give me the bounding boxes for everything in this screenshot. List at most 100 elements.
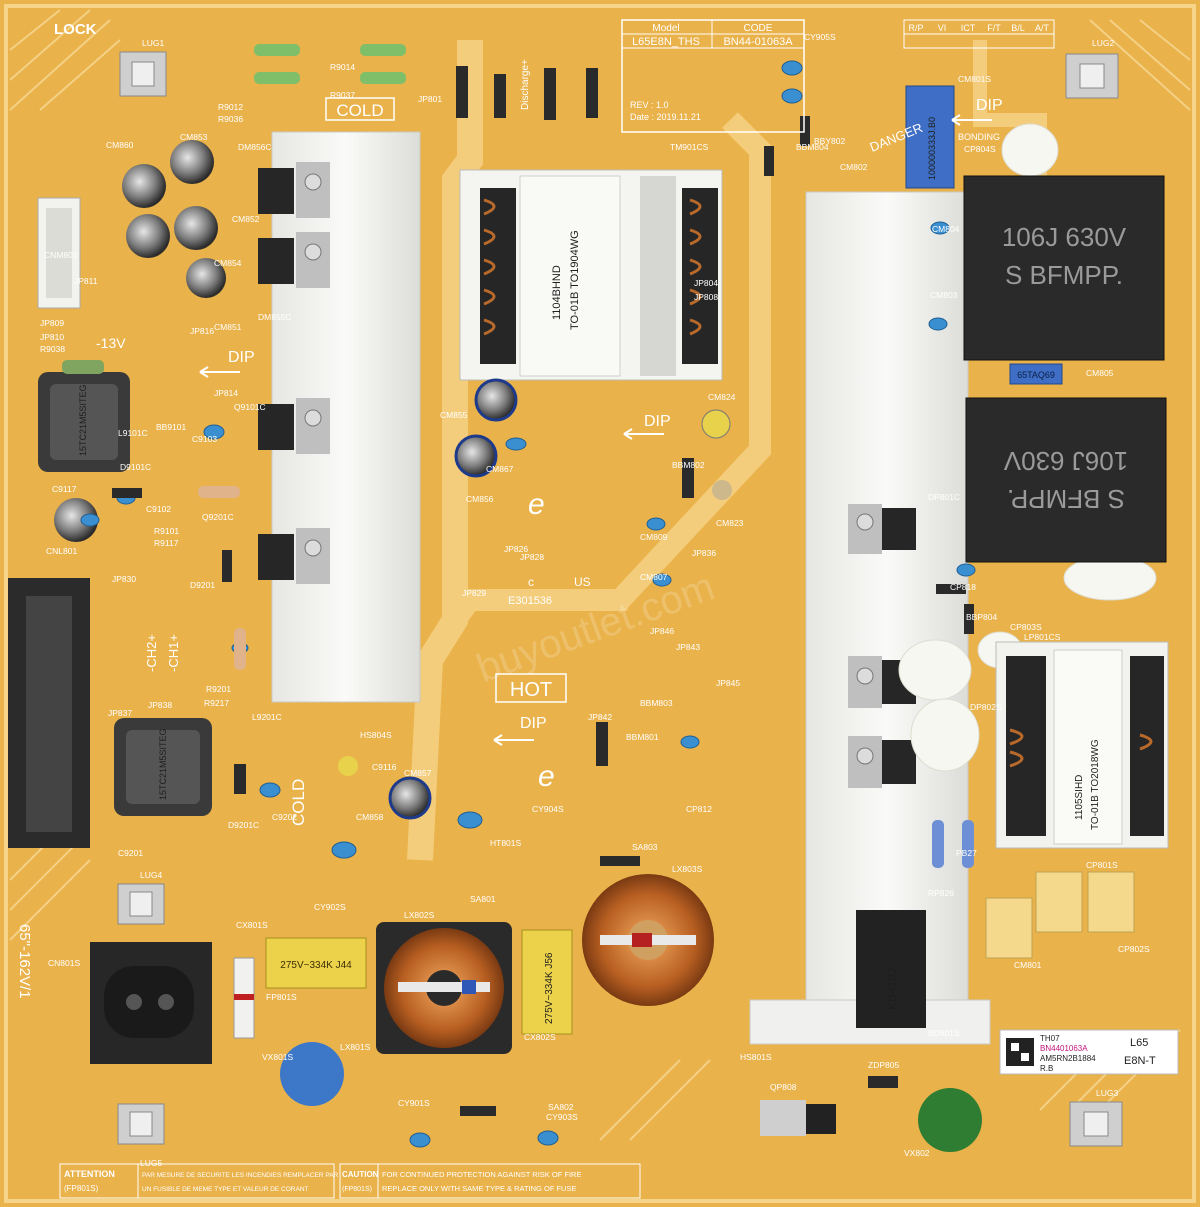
designator-cm801: CM801	[1014, 960, 1042, 970]
connector-cnl801	[8, 578, 90, 848]
designator-jp816: JP816	[190, 326, 214, 336]
lock-label: LOCK	[54, 21, 97, 38]
designator-zdp805: ZDP805	[868, 1060, 899, 1070]
blue-box-capacitor: 100000333J.B0	[905, 85, 955, 189]
rev-label: REV : 1.0	[630, 100, 669, 110]
designator-cy902s: CY902S	[314, 902, 346, 912]
discharge-label: Discharge+	[520, 59, 531, 110]
designator-qp808: QP808	[770, 1082, 797, 1092]
attention-code: (FP801S)	[64, 1184, 99, 1193]
film-cap-top-line2: S BFMPP.	[1005, 260, 1123, 290]
caution-code: (FP801S)	[342, 1186, 372, 1193]
model-value: L65E8N_THS	[632, 36, 700, 48]
resistors	[62, 44, 974, 868]
designator-jp836: JP836	[692, 548, 716, 558]
channel-label-1: -CH1+	[166, 634, 181, 672]
standby-transformer-marking-1: 1105SIHD	[1074, 775, 1085, 820]
mosfets	[258, 162, 916, 788]
designator-fp801s: FP801S	[266, 992, 297, 1002]
designator-r9014: R9014	[330, 62, 355, 72]
designator-d9201c: D9201C	[228, 820, 259, 830]
sticker-line2: BN4401063A	[1040, 1044, 1088, 1053]
designator-q9101c: Q9101C	[234, 402, 266, 412]
ground-lugs	[117, 51, 1123, 1147]
film-capacitor-bottom: S BFMPP. 106J 630V	[965, 397, 1167, 563]
designator-jp845: JP845	[716, 678, 740, 688]
designator-cm804: CM804	[932, 224, 960, 234]
us-mark: US	[574, 575, 591, 589]
designator-lug3: LUG3	[1096, 1088, 1118, 1098]
attention-line2: UN FUSIBLE DE MEME TYPE ET VALEUR DE COR…	[142, 1186, 309, 1193]
designator-bb9101: BB9101	[156, 422, 187, 432]
designator-bbp804: BBP804	[966, 612, 997, 622]
sticker-model: L65	[1130, 1037, 1148, 1049]
designator-cp801s: CP801S	[1086, 860, 1118, 870]
designator-pb27: PB27	[956, 848, 977, 858]
designator-lug4: LUG4	[140, 870, 162, 880]
dip-label-1: DIP	[228, 349, 255, 366]
designator-sa802: SA802	[548, 1102, 574, 1112]
designator-cp818: CP818	[950, 582, 976, 592]
designator-cm805: CM805	[1086, 368, 1114, 378]
dip-label-4: DIP	[976, 97, 1003, 114]
x-capacitor-1: 275V~334K J44	[265, 937, 367, 989]
toroid-common-mode-choke-2	[582, 874, 714, 1006]
caution-box: CAUTION (FP801S) FOR CONTINUED PROTECTIO…	[339, 1163, 641, 1199]
thermal-paste	[898, 123, 1157, 772]
designator-r9036: R9036	[218, 114, 243, 124]
varistor-vx801s	[280, 1042, 344, 1106]
designator-cm803: CM803	[930, 290, 958, 300]
designator-cm853: CM853	[180, 132, 208, 142]
designator-jp828: JP828	[520, 552, 544, 562]
bonding-label: BONDING	[958, 132, 1000, 142]
attention-box: ATTENTION (FP801S) PAR MESURE DE SECURIT…	[59, 1163, 339, 1199]
designator-cx801s: CX801S	[236, 920, 268, 930]
designator-c9103: C9103	[192, 434, 217, 444]
designator-cm809: CM809	[640, 532, 668, 542]
designator-r9201: R9201	[206, 684, 231, 694]
designator-dm856c: DM856C	[238, 142, 272, 152]
varistor-vx802	[918, 1088, 982, 1152]
check-rp: R/P	[908, 23, 923, 33]
designator-vx801s: VX801S	[262, 1052, 294, 1062]
film-cap-top-line1: 106J 630V	[1002, 222, 1127, 252]
voltage-label: -13V	[96, 335, 126, 351]
check-ft: F/T	[987, 23, 1001, 33]
heatsink-right	[805, 191, 969, 1043]
caution-line2: REPLACE ONLY WITH SAME TYPE & RATING OF …	[382, 1184, 576, 1193]
hot-label: HOT	[510, 679, 552, 701]
designator-jp811: JP811	[74, 276, 98, 286]
designator-q9201c: Q9201C	[202, 512, 234, 522]
dip-label-3: DIP	[520, 715, 547, 732]
designator-lx802s: LX802S	[404, 910, 435, 920]
small-blue-capacitor: 65TAQ69	[1009, 363, 1063, 385]
designator-r9038: R9038	[40, 344, 65, 354]
cream-capacitors	[985, 871, 1135, 959]
x-cap-1-marking: 275V~334K J44	[280, 960, 352, 971]
fuse	[233, 957, 255, 1039]
designator-cp812: CP812	[686, 804, 712, 814]
designator-dm855c: DM855C	[258, 312, 292, 322]
model-code-table: Model CODE L65E8N_THS BN44-01063A REV : …	[621, 19, 805, 133]
small-blue-cap-marking: 65TAQ69	[1017, 370, 1055, 380]
designator-jp842: JP842	[588, 712, 612, 722]
designator-c9116: C9116	[372, 762, 397, 772]
designator-bbm801: BBM801	[626, 732, 659, 742]
code-header: CODE	[744, 23, 773, 34]
designator-cm855: CM855	[440, 410, 468, 420]
dip-labels: DIP DIP DIP DIP	[199, 97, 1003, 746]
ac-inlet-connector	[90, 942, 212, 1064]
caution-title: CAUTION	[342, 1170, 379, 1179]
designator-jp846: JP846	[650, 626, 674, 636]
attention-line1: PAR MESURE DE SECURITE LES INCENDIES REM…	[142, 1172, 339, 1179]
designator-d9201: D9201	[190, 580, 215, 590]
designator-bby802: BBY802	[814, 136, 845, 146]
designator-cm867: CM867	[486, 464, 514, 474]
designator-cy905s: CY905S	[804, 32, 836, 42]
blue-box-cap-marking: 100000333J.B0	[927, 117, 937, 180]
check-bl: B/L	[1011, 23, 1025, 33]
designator-ht801s: HT801S	[490, 838, 522, 848]
channel-label-2: -CH2+	[144, 634, 159, 672]
